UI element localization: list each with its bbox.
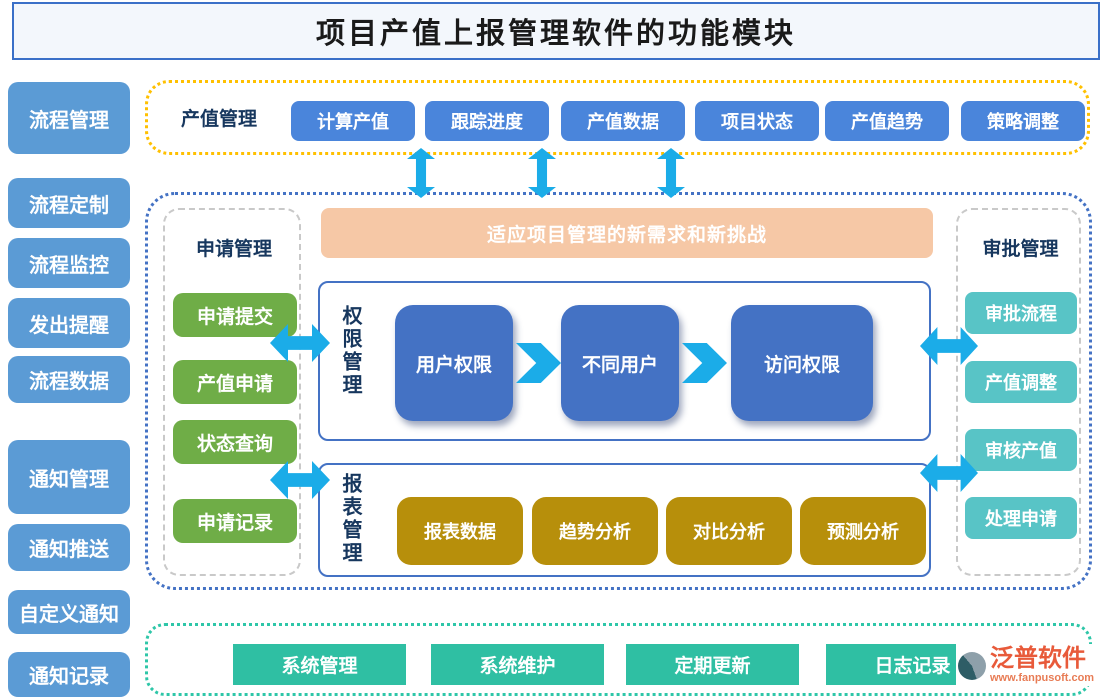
permission-panel-label: 权限管理 <box>339 305 361 397</box>
sidebar-item-process-monitor[interactable]: 流程监控 <box>8 238 130 288</box>
forecast-analysis-button[interactable]: 预测分析 <box>800 497 926 565</box>
approval-panel: 审批管理 审批流程 产值调整 审核产值 处理申请 <box>956 208 1081 576</box>
sidebar-item-process-customize[interactable]: 流程定制 <box>8 178 130 228</box>
sidebar-item-process-management[interactable]: 流程管理 <box>8 82 130 154</box>
strategy-adjust-button[interactable]: 策略调整 <box>961 101 1085 141</box>
apply-panel: 申请管理 申请提交 产值申请 状态查询 申请记录 <box>163 208 301 576</box>
trend-analysis-button[interactable]: 趋势分析 <box>532 497 658 565</box>
apply-submit-button[interactable]: 申请提交 <box>173 293 297 337</box>
sidebar-item-send-reminder[interactable]: 发出提醒 <box>8 298 130 348</box>
system-management-button[interactable]: 系统管理 <box>233 644 406 685</box>
project-status-button[interactable]: 项目状态 <box>695 101 819 141</box>
report-panel-label: 报表管理 <box>339 473 361 565</box>
vendor-name: 泛普软件 <box>990 646 1086 672</box>
calc-output-button[interactable]: 计算产值 <box>291 101 415 141</box>
sidebar-item-notice-record[interactable]: 通知记录 <box>8 652 130 697</box>
track-progress-button[interactable]: 跟踪进度 <box>425 101 549 141</box>
report-data-button[interactable]: 报表数据 <box>397 497 523 565</box>
compare-analysis-button[interactable]: 对比分析 <box>666 497 792 565</box>
sidebar-item-process-data[interactable]: 流程数据 <box>8 356 130 403</box>
vertical-double-arrow-icon <box>407 148 435 198</box>
handle-apply-button[interactable]: 处理申请 <box>965 497 1077 539</box>
sidebar-item-notice-management[interactable]: 通知管理 <box>8 440 130 514</box>
page-title: 项目产值上报管理软件的功能模块 <box>315 18 796 50</box>
access-permission-node[interactable]: 访问权限 <box>731 305 873 421</box>
periodic-update-button[interactable]: 定期更新 <box>626 644 799 685</box>
core-section: 申请管理 申请提交 产值申请 状态查询 申请记录 适应项目管理的新需求和新挑战 … <box>145 192 1092 590</box>
chevron-right-icon <box>682 343 727 383</box>
vertical-double-arrow-icon <box>528 148 556 198</box>
audit-output-button[interactable]: 审核产值 <box>965 429 1077 471</box>
different-user-node[interactable]: 不同用户 <box>561 305 679 421</box>
sidebar-item-custom-notice[interactable]: 自定义通知 <box>8 590 130 634</box>
approval-flow-button[interactable]: 审批流程 <box>965 292 1077 334</box>
output-apply-button[interactable]: 产值申请 <box>173 360 297 404</box>
apply-panel-label: 申请管理 <box>195 238 272 260</box>
banner-text: 适应项目管理的新需求和新挑战 <box>486 224 767 246</box>
sidebar-item-notice-push[interactable]: 通知推送 <box>8 524 130 571</box>
fanpu-logo-icon <box>958 652 986 680</box>
user-permission-node[interactable]: 用户权限 <box>395 305 513 421</box>
apply-record-button[interactable]: 申请记录 <box>173 499 297 543</box>
system-maintain-button[interactable]: 系统维护 <box>431 644 604 685</box>
output-section-label: 产值管理 <box>180 109 257 130</box>
output-data-button[interactable]: 产值数据 <box>561 101 685 141</box>
vendor-logo: 泛普软件 www.fanpusoft.com <box>956 644 1097 686</box>
system-section: 系统管理 系统维护 定期更新 日志记录 <box>145 623 1092 696</box>
approval-panel-label: 审批管理 <box>982 238 1059 260</box>
banner: 适应项目管理的新需求和新挑战 <box>321 208 933 258</box>
output-adjust-button[interactable]: 产值调整 <box>965 361 1077 403</box>
vendor-url: www.fanpusoft.com <box>990 672 1095 684</box>
vertical-double-arrow-icon <box>657 148 685 198</box>
output-value-section: 产值管理 计算产值 跟踪进度 产值数据 项目状态 产值趋势 策略调整 <box>145 80 1090 155</box>
permission-panel: 权限管理 用户权限 不同用户 访问权限 <box>318 281 931 441</box>
chevron-right-icon <box>516 343 561 383</box>
title-bar: 项目产值上报管理软件的功能模块 <box>12 2 1100 60</box>
status-query-button[interactable]: 状态查询 <box>173 420 297 464</box>
report-panel: 报表管理 报表数据 趋势分析 对比分析 预测分析 <box>318 463 931 577</box>
output-trend-button[interactable]: 产值趋势 <box>825 101 949 141</box>
